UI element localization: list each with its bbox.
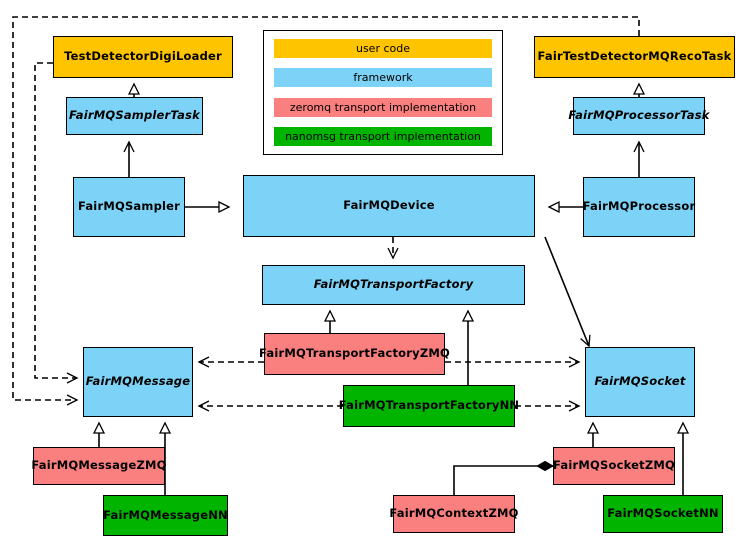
class-node-FairMQContextZMQ[interactable]: FairMQContextZMQ (389, 495, 518, 533)
class-node-FairMQMessageNN[interactable]: FairMQMessageNN (103, 495, 228, 536)
class-node-FairMQSampler[interactable]: FairMQSampler (73, 177, 185, 237)
edge-contextzmq-socketzmq (453, 466, 553, 495)
class-node-FairMQDevice[interactable]: FairMQDevice (243, 175, 535, 237)
legend-item-zeromq: zeromq transport implementation (274, 97, 492, 117)
class-node-FairMQTransportFactory[interactable]: FairMQTransportFactory (262, 265, 525, 305)
class-node-FairMQSocket[interactable]: FairMQSocket (585, 347, 695, 417)
class-node-FairMQSocketNN[interactable]: FairMQSocketNN (603, 495, 723, 533)
class-node-FairMQTransportFactoryZMQ[interactable]: FairMQTransportFactoryZMQ (259, 333, 450, 375)
legend-item-user-code: user code (274, 39, 492, 58)
legend-item-framework: framework (274, 68, 492, 88)
class-node-FairMQSamplerTask[interactable]: FairMQSamplerTask (66, 97, 203, 135)
class-node-FairTestDetectorMQRecoTask[interactable]: FairTestDetectorMQRecoTask (534, 36, 735, 78)
class-node-FairMQProcessor[interactable]: FairMQProcessor (583, 177, 695, 237)
class-node-FairMQSocketZMQ[interactable]: FairMQSocketZMQ (553, 447, 675, 485)
edge-device-socket (544, 236, 591, 348)
class-node-TestDetectorDigiLoader[interactable]: TestDetectorDigiLoader (53, 36, 233, 78)
legend-box: user code framework zeromq transport imple… (263, 30, 503, 155)
class-node-FairMQMessageZMQ[interactable]: FairMQMessageZMQ (31, 447, 166, 485)
class-node-FairMQTransportFactoryNN[interactable]: FairMQTransportFactoryNN (339, 385, 519, 427)
class-node-FairMQProcessorTask[interactable]: FairMQProcessorTask (568, 97, 709, 135)
class-node-FairMQMessage[interactable]: FairMQMessage (83, 347, 193, 417)
legend-item-nanomsg: nanomsg transport implementation (274, 126, 492, 146)
